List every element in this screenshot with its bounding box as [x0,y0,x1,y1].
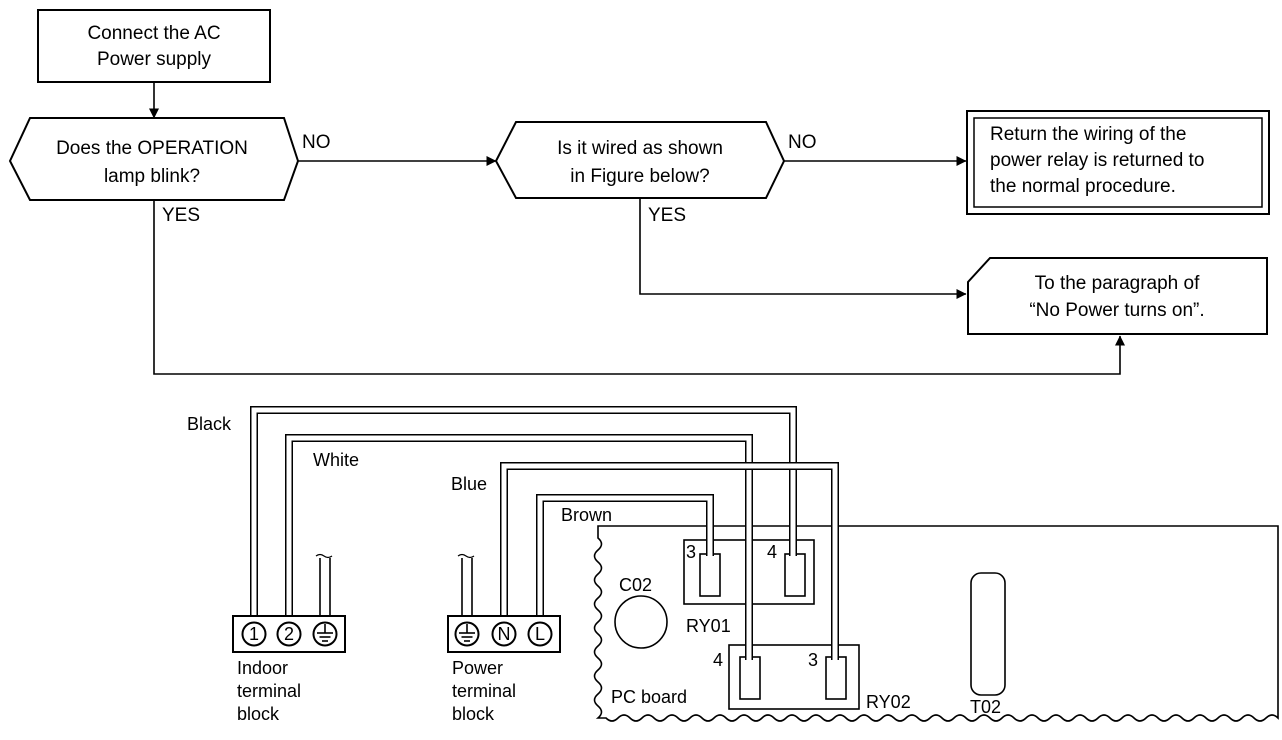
ry02-pin-right-label: 3 [808,650,818,670]
t02-label: T02 [970,697,1001,717]
wire-black-label: Black [187,414,232,434]
wire-brown-label: Brown [561,505,612,525]
indoor-terminal-block: 1 2 [232,615,346,653]
decision2-line-1: Is it wired as shown [557,138,723,159]
ry01-pin-right-label: 4 [767,542,777,562]
action-line-3: the normal procedure. [990,176,1176,197]
start-box: Connect the AC Power supply [37,9,271,83]
ry02-label: RY02 [866,692,911,712]
indoor-terminal-2-label: 2 [284,624,294,644]
decision2-yes-label: YES [648,205,686,226]
ry02-pin-left-label: 4 [713,650,723,670]
power-terminal-l: L [527,621,553,647]
earth-ground-icon [312,621,338,647]
power-label-line-2: terminal [452,681,516,701]
indoor-label-line-3: block [237,704,280,724]
power-ground-lead [457,553,475,616]
power-terminal-block: N L [447,615,561,653]
decision1-hexagon: Does the OPERATION lamp blink? [8,117,300,201]
wire-blue-cable-inner [501,463,838,660]
wires [250,406,839,660]
indoor-terminal-1-label: 1 [249,624,259,644]
decision1-no-label: NO [302,132,331,153]
connector-box: To the paragraph of “No Power turns on”. [967,257,1268,335]
ry01-pin-left-label: 3 [686,542,696,562]
decision2-no-label: NO [788,132,817,153]
action-line-2: power relay is returned to [990,150,1204,171]
indoor-terminal-2: 2 [276,621,302,647]
wire-brown-cable-inner [537,495,713,622]
decision1-line-2: lamp blink? [104,166,200,187]
connector-line-1: To the paragraph of [1035,273,1201,294]
t02-component [970,572,1006,696]
indoor-ground-lead [315,553,333,616]
action-box: Return the wiring of the power relay is … [966,110,1270,215]
ry02-pin-4 [739,656,761,700]
wire-white-cable-inner [286,435,752,660]
start-box-line-2: Power supply [97,49,212,70]
indoor-label-line-1: Indoor [237,658,288,678]
action-line-1: Return the wiring of the [990,124,1186,145]
decision1-yes-label: YES [162,205,200,226]
ry01-pin-4 [784,553,806,597]
wire-white-label: White [313,450,359,470]
wire-blue-label: Blue [451,474,487,494]
power-terminal-n: N [491,621,517,647]
start-box-line-1: Connect the AC [87,23,220,44]
indoor-label-line-2: terminal [237,681,301,701]
earth-ground-icon [454,621,480,647]
indoor-terminal-1: 1 [241,621,267,647]
c02-label: C02 [619,575,652,595]
power-label-line-3: block [452,704,495,724]
decision1-line-1: Does the OPERATION [56,138,248,159]
wire-black-cable-inner [251,407,796,622]
pc-board-label: PC board [611,687,687,707]
decision2-line-2: in Figure below? [570,166,709,187]
power-terminal-l-label: L [535,624,545,644]
ry01-label: RY01 [686,616,731,636]
power-label-line-1: Power [452,658,503,678]
power-terminal-n-label: N [498,624,511,644]
ry02-pin-3 [825,656,847,700]
arrow-decision1-yes [153,200,1125,375]
ry01-pin-3 [699,553,721,597]
c02-capacitor [614,595,668,649]
arrow-decision2-yes [639,198,967,299]
connector-line-2: “No Power turns on”. [1029,300,1204,321]
decision2-hexagon: Is it wired as shown in Figure below? [494,121,786,199]
